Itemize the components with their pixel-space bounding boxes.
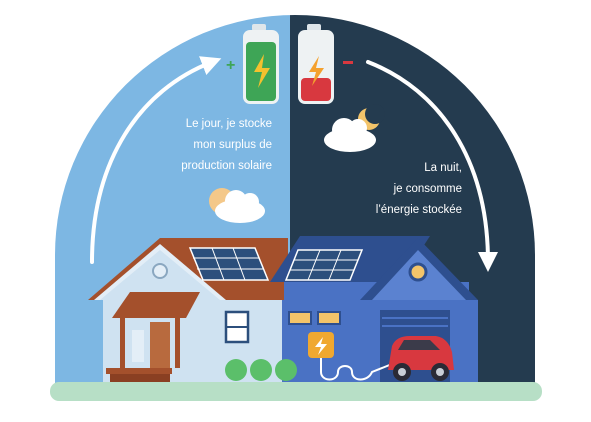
- day-solar-panel: [188, 247, 270, 281]
- battery-full-icon: [243, 24, 279, 104]
- night-cycle-arrow: [366, 60, 498, 272]
- night-vent-icon: [408, 262, 428, 282]
- sun-cloud-icon: [209, 188, 265, 223]
- night-house: [270, 236, 478, 382]
- plus-sign: +: [226, 57, 235, 74]
- battery-low-icon: [298, 24, 334, 104]
- day-house: [88, 238, 288, 382]
- minus-sign: [343, 61, 353, 64]
- charging-cable: [320, 358, 393, 381]
- vent-icon: [152, 263, 168, 279]
- moon-cloud-icon: [324, 104, 385, 152]
- electric-car: [388, 336, 454, 381]
- bushes: [225, 359, 297, 381]
- front-door: [150, 322, 170, 368]
- night-window: [288, 311, 312, 325]
- ground: [50, 382, 542, 401]
- day-caption: Le jour, je stocke mon surplus de produc…: [181, 118, 272, 172]
- porch-roof: [112, 292, 200, 318]
- night-caption: La nuit, je consomme l’énergie stockée: [375, 162, 462, 216]
- night-solar-panel: [284, 249, 364, 281]
- day-cycle-arrow: [90, 56, 222, 264]
